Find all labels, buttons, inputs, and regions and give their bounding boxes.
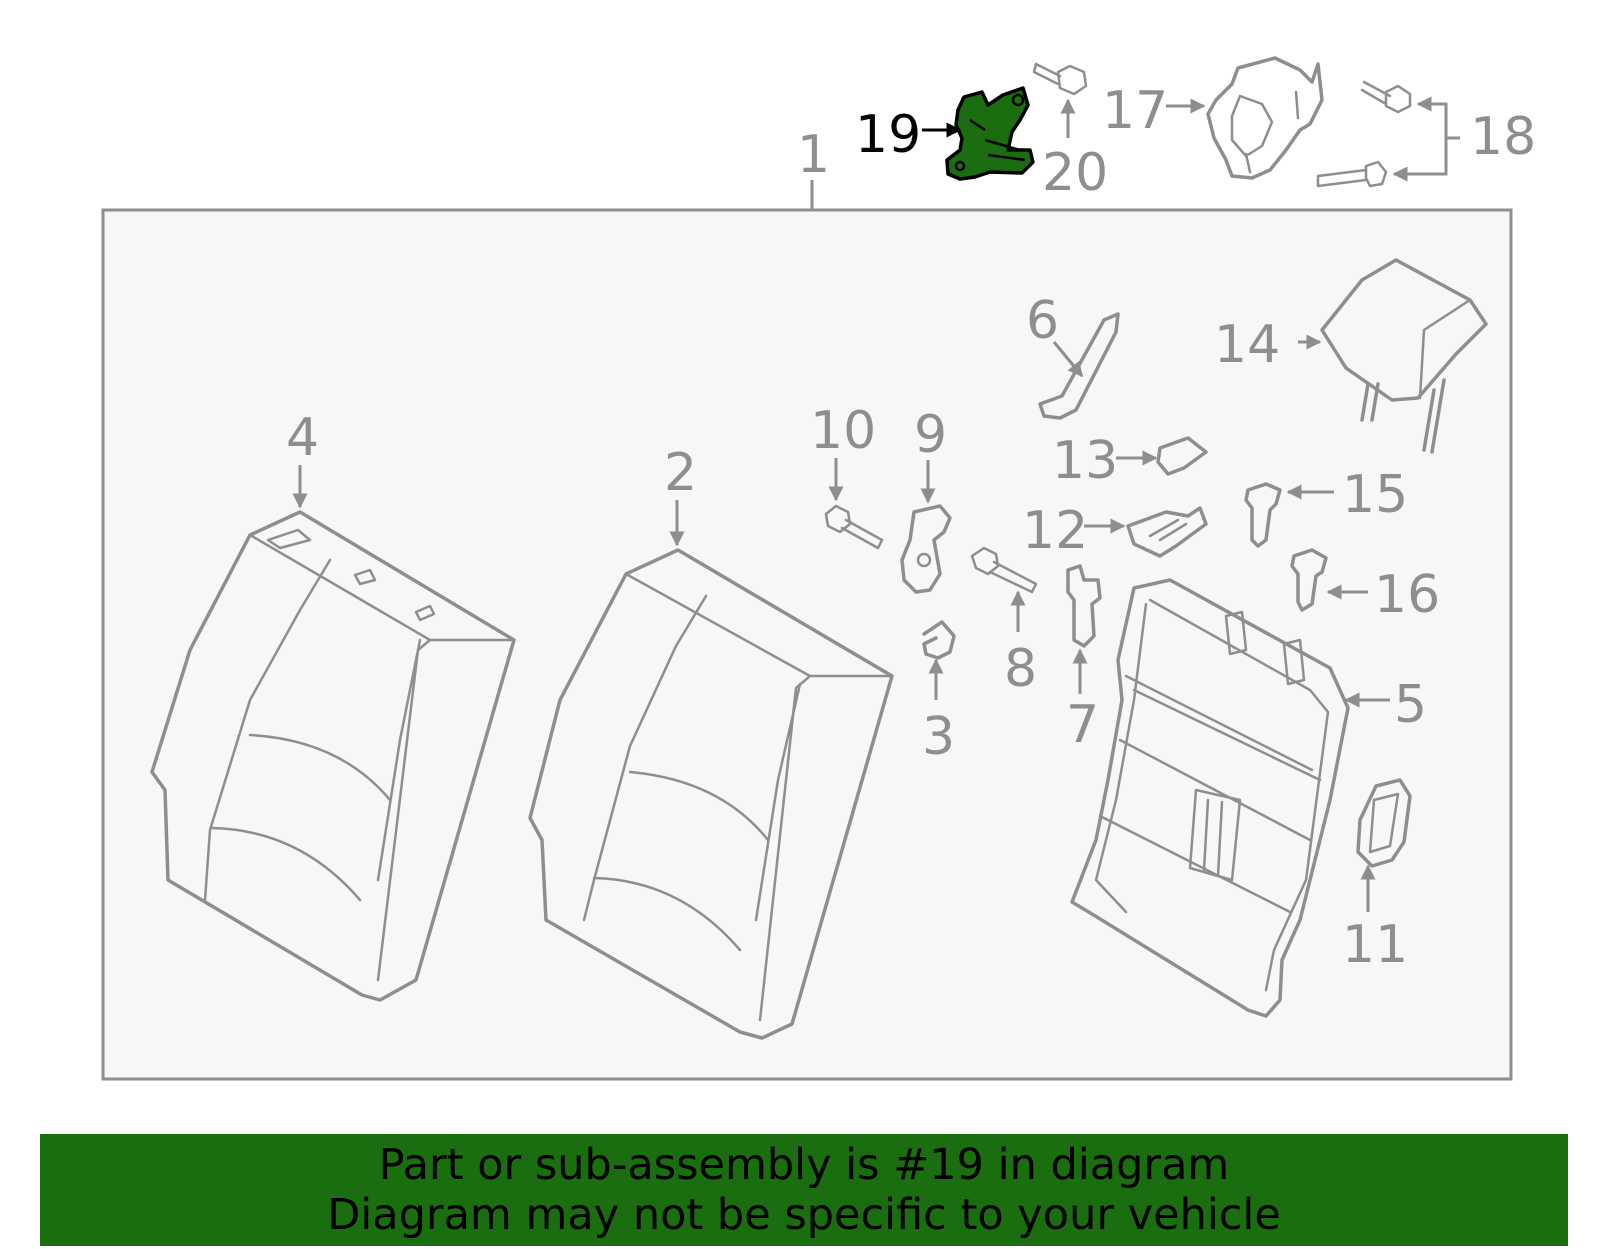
part-20-bolt[interactable] bbox=[1032, 62, 1088, 96]
part-14-headrest[interactable] bbox=[1320, 258, 1488, 454]
callout-14[interactable]: 14 bbox=[1214, 315, 1280, 375]
banner-line-2: Diagram may not be specific to your vehi… bbox=[327, 1190, 1281, 1240]
callout-8[interactable]: 8 bbox=[1004, 639, 1037, 699]
part-17-recliner[interactable] bbox=[1206, 56, 1324, 180]
banner-line-1: Part or sub-assembly is #19 in diagram bbox=[378, 1140, 1230, 1190]
parts-diagram: 1 19 20 17 18 4 bbox=[101, 56, 1536, 1081]
callout-3[interactable]: 3 bbox=[922, 707, 955, 767]
part-12-guide[interactable] bbox=[1126, 506, 1208, 558]
callout-12[interactable]: 12 bbox=[1022, 501, 1088, 561]
part-8-bolt[interactable] bbox=[970, 546, 1038, 594]
callout-11[interactable]: 11 bbox=[1342, 915, 1408, 975]
part-19-bracket[interactable] bbox=[945, 86, 1035, 181]
info-banner: Part or sub-assembly is #19 in diagram D… bbox=[40, 1134, 1568, 1246]
callout-17[interactable]: 17 bbox=[1102, 81, 1168, 141]
part-18-bolts[interactable] bbox=[1316, 80, 1412, 188]
part-4-seatback-cover[interactable] bbox=[150, 510, 516, 1002]
callout-9[interactable]: 9 bbox=[914, 405, 947, 465]
callout-5[interactable]: 5 bbox=[1394, 675, 1427, 735]
part-11-handle[interactable] bbox=[1356, 778, 1412, 868]
assembly-panel bbox=[101, 208, 1513, 1081]
callout-15[interactable]: 15 bbox=[1342, 465, 1408, 525]
callout-16[interactable]: 16 bbox=[1374, 565, 1440, 625]
callout-20[interactable]: 20 bbox=[1042, 143, 1108, 203]
part-2-seatback-pad[interactable] bbox=[528, 548, 894, 1040]
part-9-bracket[interactable] bbox=[900, 504, 952, 594]
callout-18[interactable]: 18 bbox=[1470, 107, 1536, 167]
callout-19[interactable]: 19 bbox=[855, 105, 921, 165]
callout-10[interactable]: 10 bbox=[810, 401, 876, 461]
part-13-cap[interactable] bbox=[1156, 436, 1208, 476]
part-15-guide[interactable] bbox=[1244, 482, 1282, 548]
callout-13[interactable]: 13 bbox=[1052, 431, 1118, 491]
part-6-trim[interactable] bbox=[1038, 312, 1120, 420]
part-16-guide[interactable] bbox=[1290, 548, 1328, 612]
part-10-bolt[interactable] bbox=[824, 504, 884, 550]
part-5-frame[interactable] bbox=[1070, 578, 1350, 1018]
callout-2[interactable]: 2 bbox=[664, 443, 697, 503]
part-7-latch[interactable] bbox=[1066, 564, 1102, 648]
callout-7[interactable]: 7 bbox=[1066, 695, 1099, 755]
callout-4[interactable]: 4 bbox=[286, 408, 319, 468]
callout-6[interactable]: 6 bbox=[1026, 291, 1059, 351]
part-3-clip[interactable] bbox=[922, 620, 956, 660]
callout-1[interactable]: 1 bbox=[797, 125, 830, 185]
